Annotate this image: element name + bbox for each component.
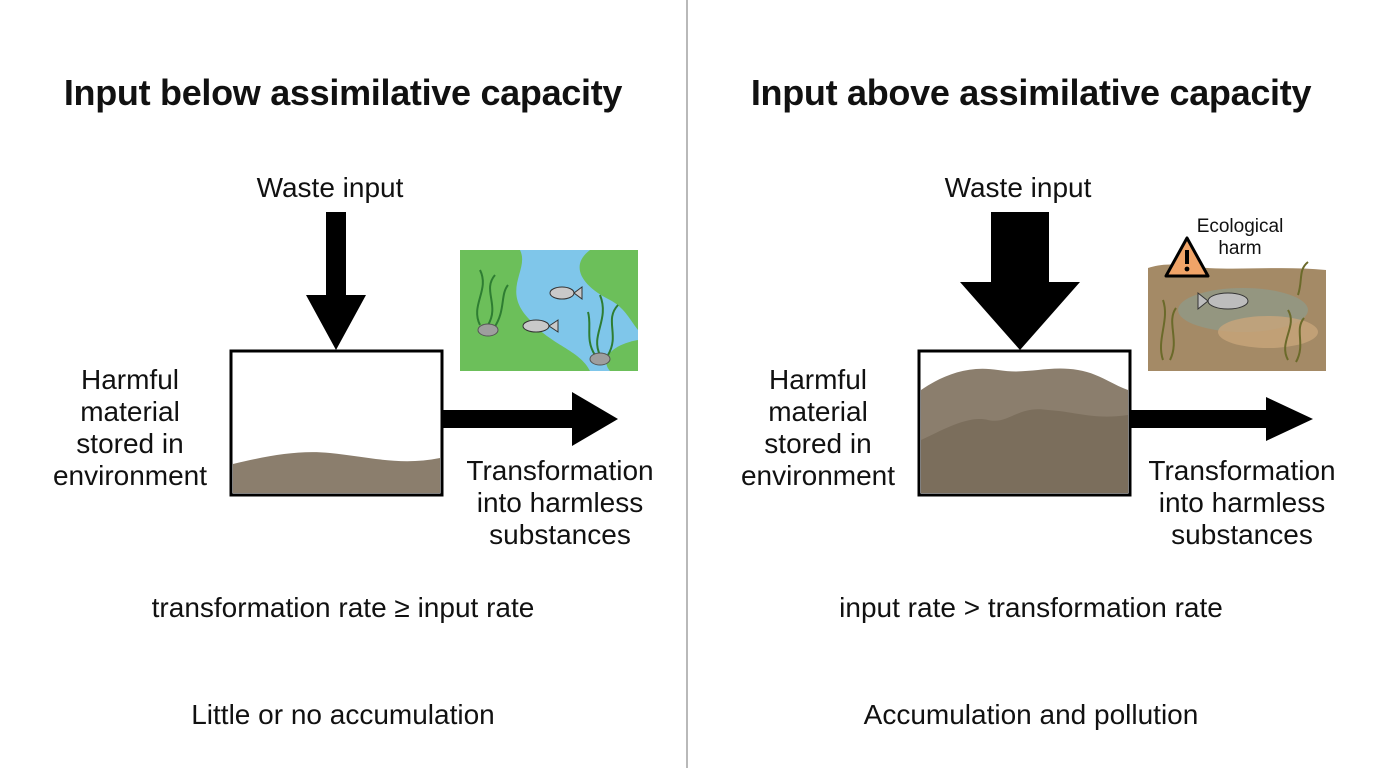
right-stored-label: Harmful material stored in environment: [740, 364, 896, 491]
left-title: Input below assimilative capacity: [63, 72, 623, 113]
ecological-harm-label: Ecological harm: [1196, 216, 1284, 259]
polluted-water-icon: [1148, 260, 1326, 371]
left-transformation-label: Transformation into harmless substances: [466, 455, 654, 550]
warning-icon: [1164, 236, 1210, 278]
right-sediment-lower: [921, 409, 1128, 493]
left-output-arrow: [443, 392, 618, 446]
left-outcome: Little or no accumulation: [191, 699, 495, 730]
right-transformation-label: Transformation into harmless substances: [1148, 455, 1336, 550]
right-panel: Input above assimilative capacity Waste …: [688, 0, 1374, 768]
right-output-arrow: [1131, 397, 1313, 441]
panel-divider: [686, 0, 688, 768]
left-flow-diagram: [229, 212, 618, 497]
left-waste-input-label: Waste input: [256, 172, 404, 203]
left-input-arrow: [306, 212, 366, 350]
left-sediment: [233, 452, 440, 493]
left-stored-label: Harmful material stored in environment: [52, 364, 208, 491]
right-flow-diagram: [917, 212, 1313, 497]
right-title: Input above assimilative capacity: [750, 72, 1312, 113]
right-input-arrow: [960, 212, 1080, 350]
right-waste-input-label: Waste input: [944, 172, 1092, 203]
left-panel: Input below assimilative capacity Waste …: [0, 0, 686, 768]
left-rate-equation: transformation rate ≥ input rate: [151, 592, 535, 623]
clean-river-icon: [460, 250, 638, 371]
right-outcome: Accumulation and pollution: [863, 699, 1199, 730]
right-rate-equation: input rate > transformation rate: [839, 592, 1223, 623]
